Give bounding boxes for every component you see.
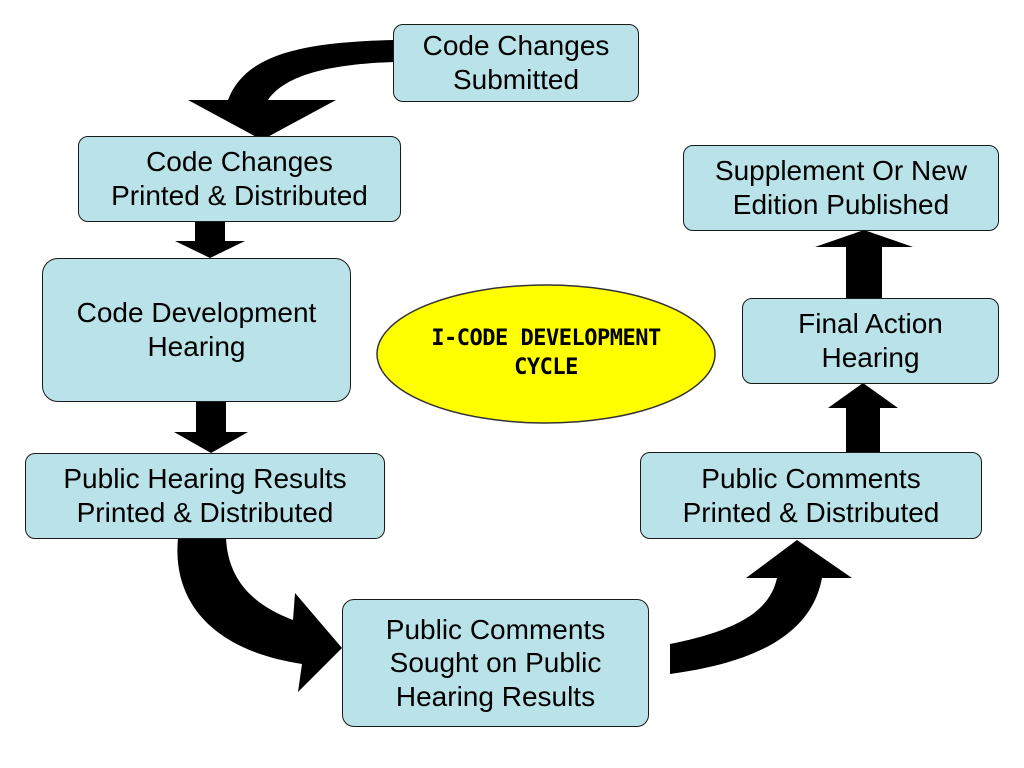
curved-arrow-3 — [670, 540, 852, 674]
yellow-ellipse-shape — [376, 284, 716, 424]
step-public-comments-sought: Public Comments Sought on Public Hearing… — [342, 599, 649, 727]
down-arrow-1 — [175, 222, 245, 258]
cycle-title-ellipse: I-CODE DEVELOPMENT CYCLE — [375, 283, 717, 425]
cycle-title-line1: I-CODE DEVELOPMENT — [431, 326, 661, 352]
step-public-hearing-results: Public Hearing Results Printed & Distrib… — [25, 453, 385, 539]
cycle-title-line2: CYCLE — [514, 355, 578, 380]
up-arrow-2 — [815, 230, 913, 298]
step-final-action-hearing: Final Action Hearing — [742, 298, 999, 384]
step-code-development-hearing: Code Development Hearing — [42, 258, 351, 402]
step-code-changes-printed: Code Changes Printed & Distributed — [78, 136, 401, 222]
down-arrow-2 — [174, 402, 248, 453]
cycle-title: I-CODE DEVELOPMENT CYCLE — [431, 325, 661, 382]
step-public-comments-printed: Public Comments Printed & Distributed — [640, 452, 982, 539]
up-arrow-1 — [828, 383, 898, 452]
step-supplement-published: Supplement Or New Edition Published — [683, 145, 999, 231]
curved-arrow-2 — [177, 538, 342, 692]
step-code-changes-submitted: Code Changes Submitted — [393, 24, 639, 102]
curved-arrow-1 — [188, 40, 395, 140]
